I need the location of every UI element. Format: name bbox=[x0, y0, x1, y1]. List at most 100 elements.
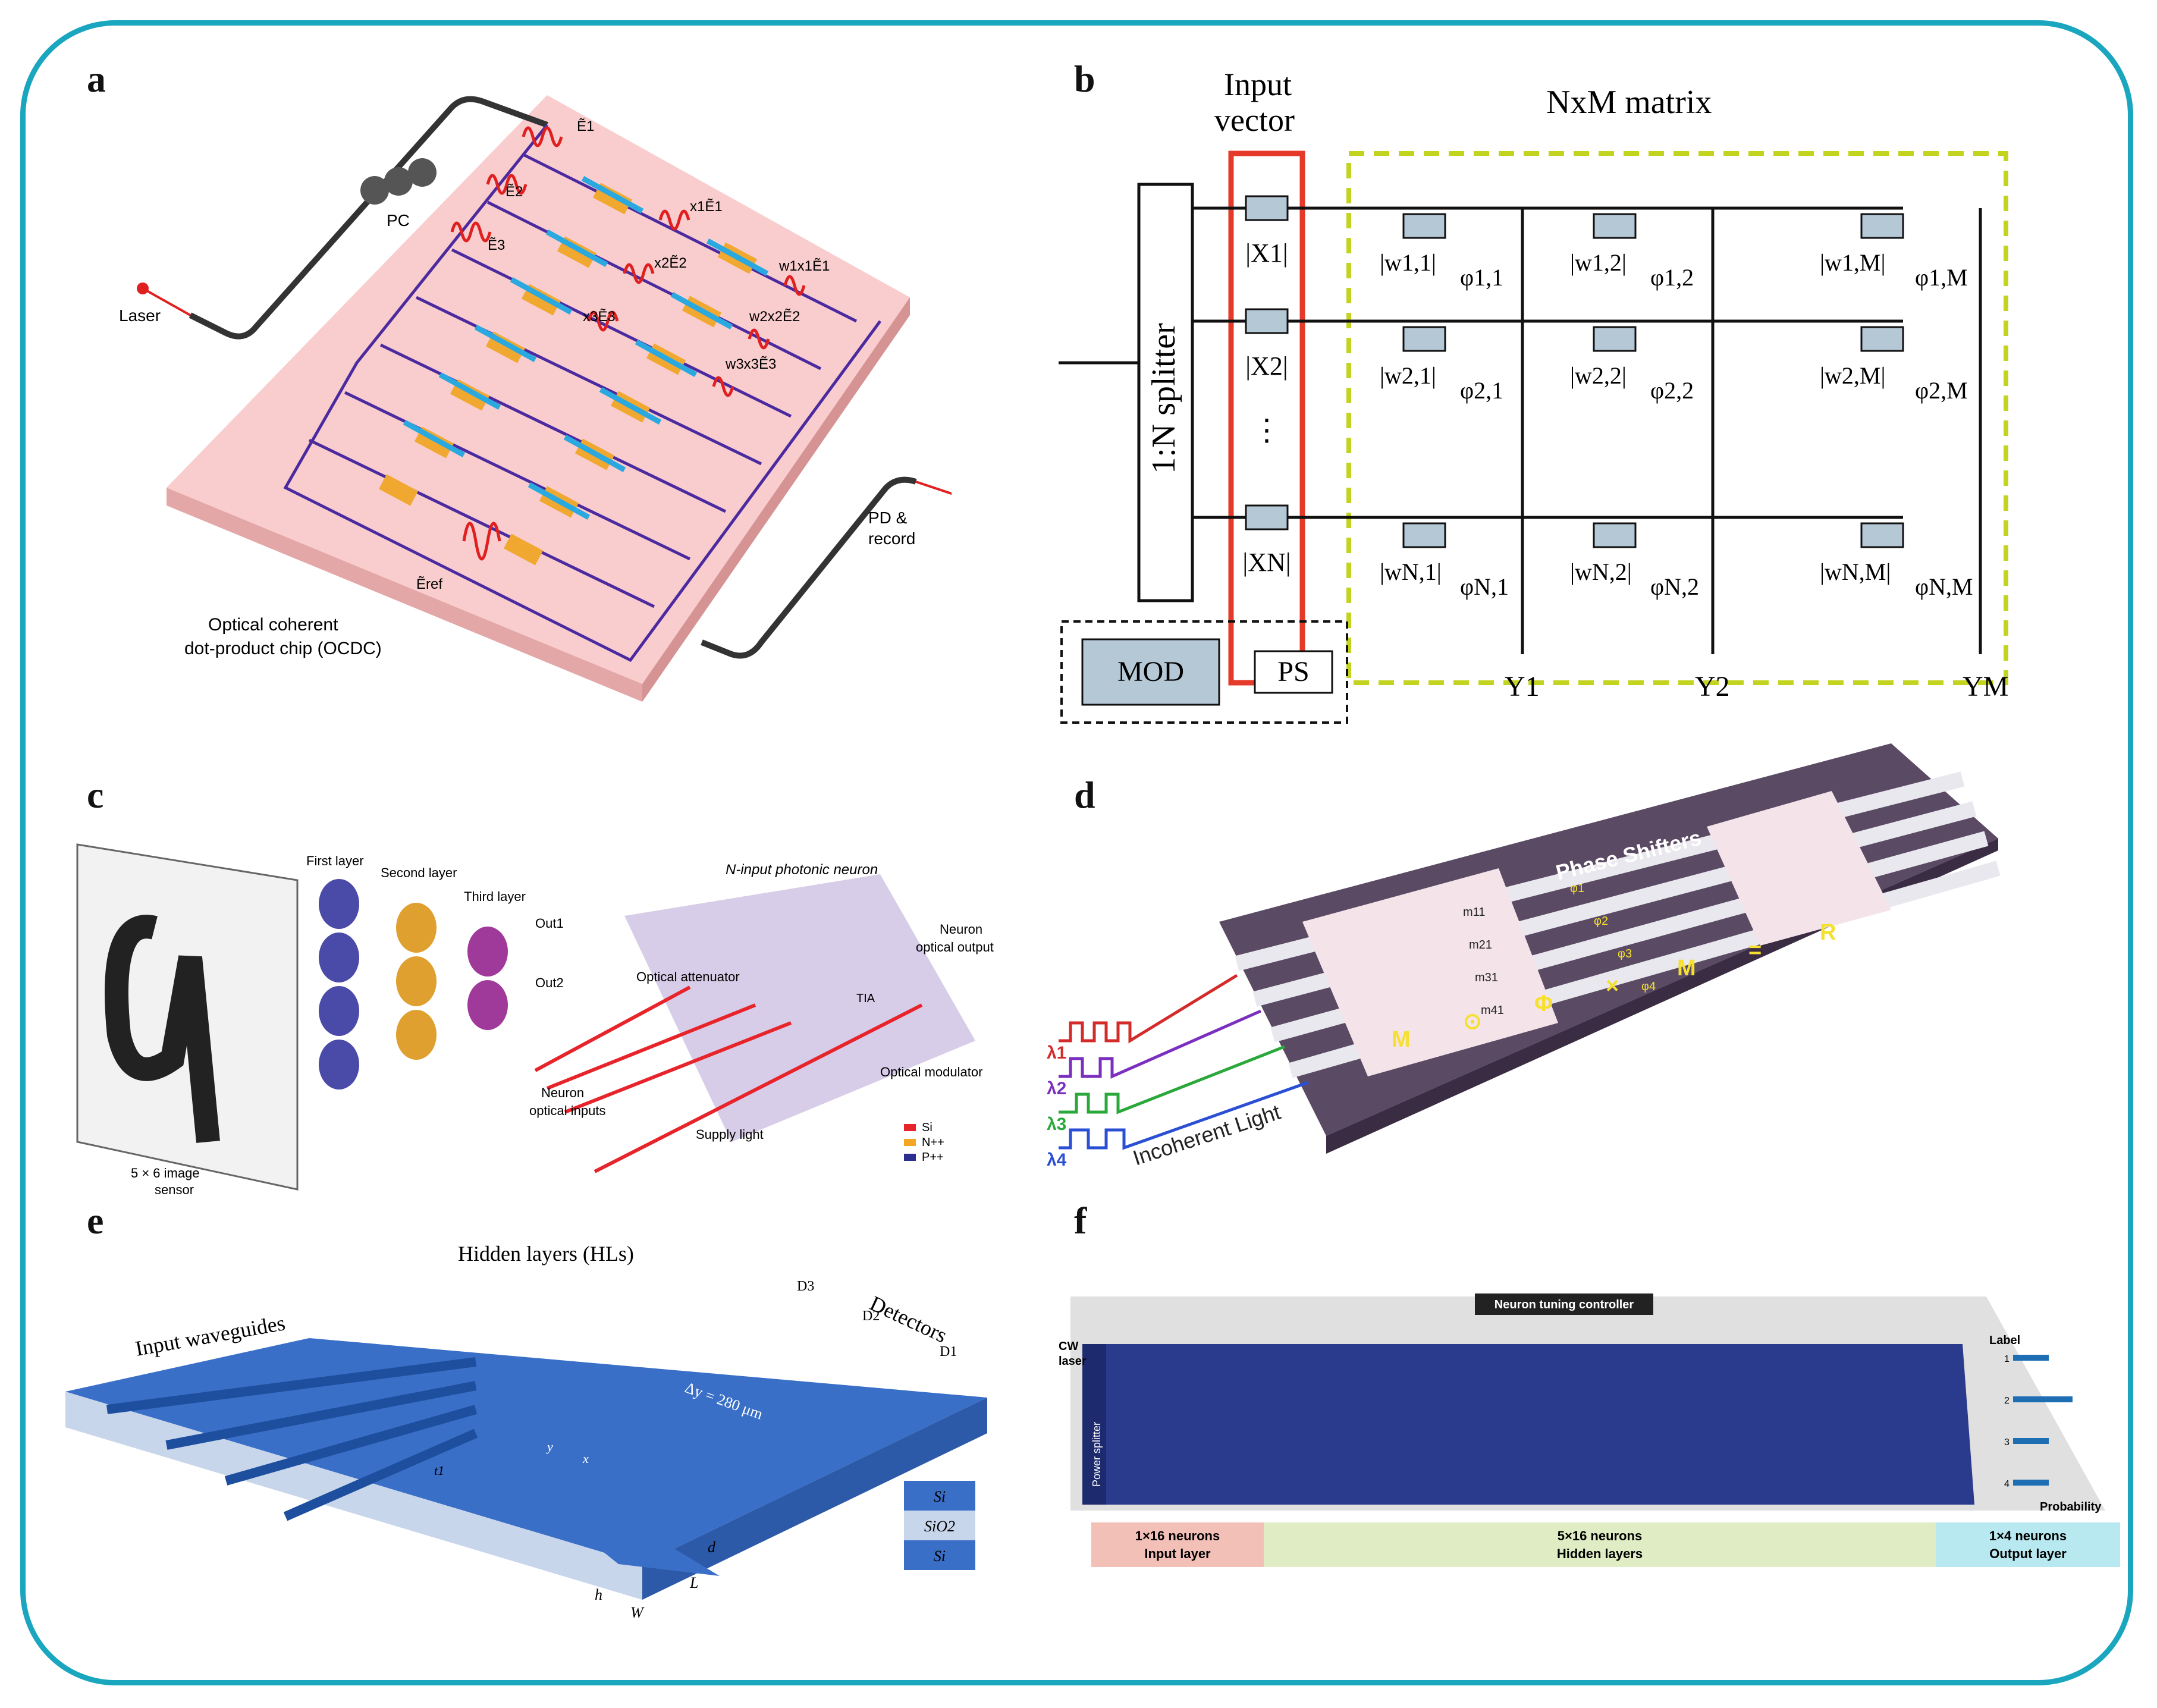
neuron-in-label-1: Neuron bbox=[541, 1085, 584, 1100]
second-layer-label: Second layer bbox=[381, 865, 457, 880]
chip-side-right bbox=[642, 1398, 987, 1600]
x3e3-label: x3Ẽ3 bbox=[583, 309, 616, 325]
m11-label: m11 bbox=[1463, 906, 1485, 919]
incoherent-label: Incoherent Light bbox=[1130, 1100, 1283, 1170]
x-axis-label: x bbox=[582, 1451, 589, 1466]
pc-paddle-3 bbox=[408, 158, 437, 187]
w1x1e1-label: w1x1Ẽ1 bbox=[778, 258, 830, 274]
dx-label: Δx = 250 μm bbox=[517, 1330, 599, 1348]
lambda1-signal bbox=[1059, 974, 1238, 1044]
laser-label: laser bbox=[1059, 1355, 1087, 1368]
column-lines bbox=[1521, 208, 1982, 654]
eq-phi: Φ bbox=[1534, 991, 1553, 1016]
m21-label: m21 bbox=[1469, 938, 1492, 952]
mod-legend-label: MOD bbox=[1117, 656, 1184, 687]
chip-side-left bbox=[65, 1392, 642, 1600]
phi11-label: φ1,1 bbox=[1460, 264, 1503, 291]
panel-b-label: b bbox=[1074, 58, 1095, 100]
input-fiber bbox=[189, 96, 548, 340]
x2-label: |X2| bbox=[1245, 351, 1288, 381]
neuron-in-label-2: optical inputs bbox=[529, 1103, 605, 1118]
hidden-layer-region bbox=[1085, 1344, 1974, 1505]
splitter-box bbox=[1137, 183, 1194, 602]
out1-label: Out1 bbox=[535, 916, 564, 931]
tia-label: TIA bbox=[856, 992, 875, 1005]
panel-d-label: d bbox=[1074, 774, 1095, 816]
output-layer-count: 1×4 neurons bbox=[1989, 1528, 2067, 1543]
controller-label: Neuron tuning controller bbox=[1494, 1298, 1634, 1311]
power-splitter-label: Power splitter bbox=[1091, 1422, 1103, 1487]
w-dim-label: W bbox=[630, 1604, 645, 1621]
panel-e-label: e bbox=[87, 1200, 104, 1242]
w12-label: |w1,2| bbox=[1570, 249, 1627, 276]
chip-label-2: dot-product chip (OCDC) bbox=[184, 639, 382, 658]
d-dim-label: d bbox=[708, 1539, 716, 1556]
lambda1-label: λ1 bbox=[1047, 1043, 1066, 1063]
third-layer-label: Third layer bbox=[464, 889, 526, 904]
eq-m1: M bbox=[1392, 1027, 1411, 1052]
y2-label: Y2 bbox=[1695, 671, 1730, 702]
output-layer-band bbox=[1936, 1522, 2120, 1567]
prob-bar-2 bbox=[2013, 1396, 2073, 1402]
w2m-label: |w2,M| bbox=[1820, 362, 1885, 389]
out2-label: Out2 bbox=[535, 975, 564, 990]
neuron-title: N-input photonic neuron bbox=[726, 862, 878, 878]
eq-m2: M bbox=[1677, 956, 1696, 981]
pc-paddle-1 bbox=[360, 176, 389, 205]
w21-label: |w2,1| bbox=[1380, 362, 1436, 389]
controller-box bbox=[1475, 1293, 1653, 1315]
splitter-region bbox=[1302, 868, 1558, 1076]
x1-label: |X1| bbox=[1245, 238, 1288, 268]
w1m-label: |w1,M| bbox=[1820, 249, 1885, 276]
d1-label: D1 bbox=[940, 1344, 957, 1360]
panel-a-label: a bbox=[87, 58, 106, 100]
si-top-label: Si bbox=[934, 1488, 946, 1505]
bar-label-4: 4 bbox=[2004, 1479, 2010, 1489]
lambda4-signal bbox=[1059, 1081, 1309, 1150]
eref-label: Ẽref bbox=[416, 576, 442, 592]
third-layer-neurons bbox=[467, 927, 508, 1030]
hidden-layers-name: Hidden layers bbox=[1557, 1546, 1643, 1561]
phin2-label: φN,2 bbox=[1650, 573, 1699, 600]
sio2-layer-swatch bbox=[904, 1511, 975, 1540]
si-bottom-label: Si bbox=[934, 1547, 946, 1565]
ps-legend-box bbox=[1254, 650, 1333, 694]
si-legend: Si bbox=[922, 1121, 932, 1134]
ppp-legend-swatch bbox=[904, 1154, 916, 1161]
output-fiber bbox=[701, 476, 917, 659]
e3-label: Ẽ3 bbox=[488, 237, 505, 253]
si-layer-swatch-top bbox=[904, 1481, 975, 1511]
input-layer-name: Input layer bbox=[1144, 1546, 1211, 1561]
hidden-layers-label: Hidden layers (HLs) bbox=[458, 1242, 634, 1266]
record-label: record bbox=[868, 529, 915, 548]
l-dim-label: L bbox=[689, 1574, 698, 1591]
x1e1-label: x1Ẽ1 bbox=[690, 199, 723, 215]
prob-bar-4 bbox=[2013, 1480, 2049, 1486]
combiner-region bbox=[1707, 791, 1891, 946]
phi21-label: φ2,1 bbox=[1460, 377, 1503, 404]
y1-label: Y1 bbox=[1505, 671, 1540, 702]
panel-a-diagram: PC Laser PD & record bbox=[119, 95, 952, 702]
vertical-dots: ⋮ bbox=[1252, 413, 1282, 447]
hidden-layers-count: 5×16 neurons bbox=[1558, 1528, 1642, 1543]
w11-label: |w1,1| bbox=[1380, 249, 1436, 276]
donn-label: DONN-I3 bbox=[357, 1323, 429, 1342]
wnm-label: |wN,M| bbox=[1820, 558, 1891, 585]
si-layer-swatch-bottom bbox=[904, 1540, 975, 1570]
phinm-label: φN,M bbox=[1915, 573, 1973, 600]
figure-frame bbox=[20, 20, 2133, 1685]
lambda4-label: λ4 bbox=[1047, 1150, 1067, 1170]
ps-legend-label: PS bbox=[1277, 656, 1309, 687]
panel-f-label: f bbox=[1074, 1200, 1087, 1242]
chip-label-1: Optical coherent bbox=[208, 615, 338, 635]
panel-c-diagram: 5 × 6 image sensor First layer Second la… bbox=[76, 843, 994, 1197]
w2x2e2-label: w2x2Ẽ2 bbox=[749, 309, 800, 325]
hidden-layers-band bbox=[1264, 1522, 1936, 1567]
sensor-label-2: sensor bbox=[155, 1182, 194, 1197]
cw-label: CW bbox=[1059, 1340, 1078, 1353]
supply-label: Supply light bbox=[696, 1127, 764, 1142]
phi1-label: φ1 bbox=[1570, 882, 1584, 895]
xn-label: |XN| bbox=[1242, 548, 1291, 577]
weight-modulators bbox=[1402, 213, 1904, 548]
